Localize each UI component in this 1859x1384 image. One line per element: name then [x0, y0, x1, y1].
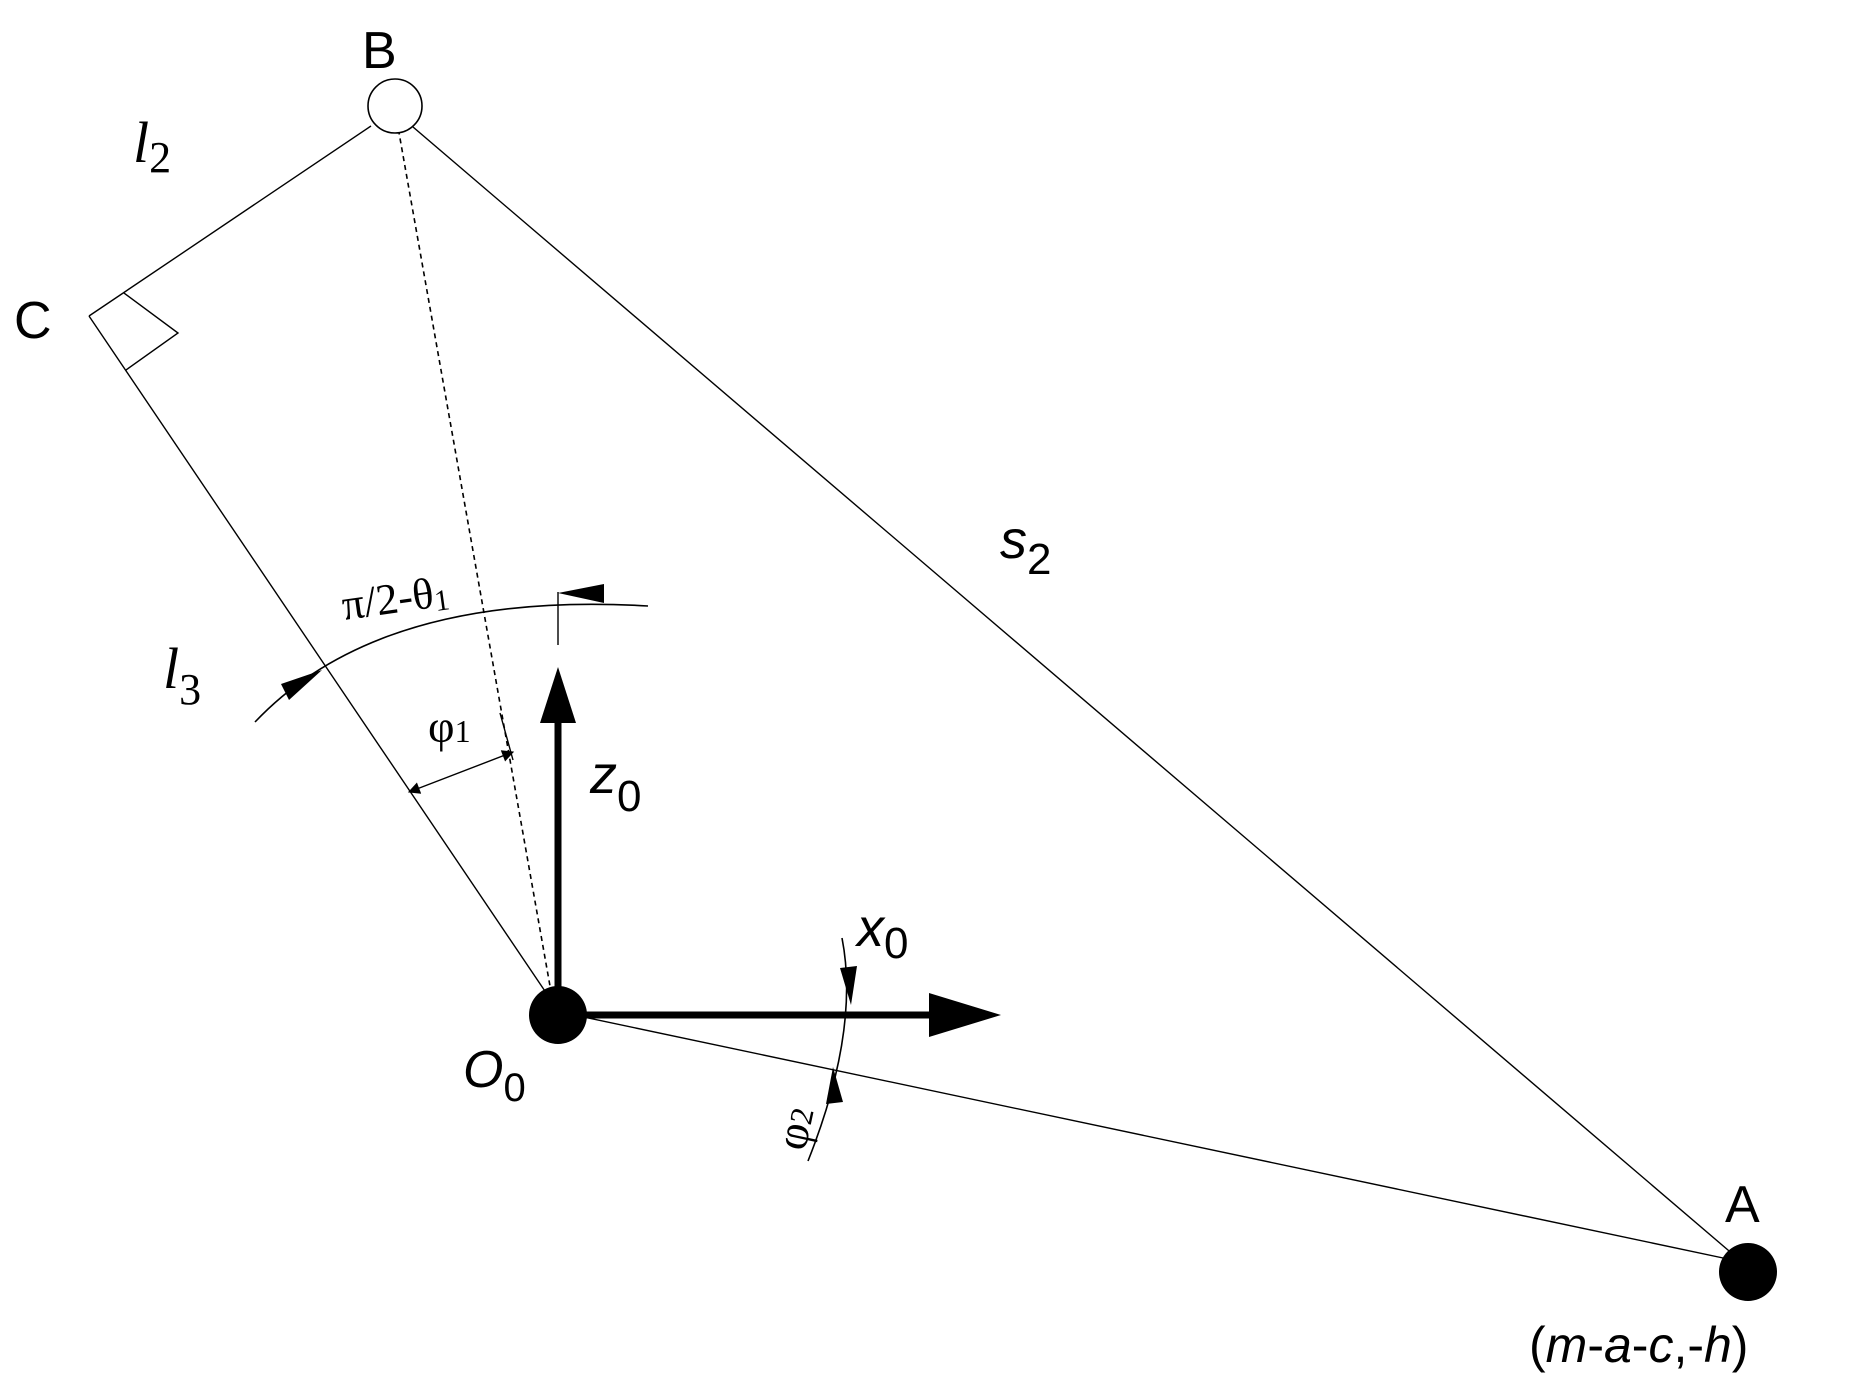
label-a-coordinates: (m-a-c,-h)	[1529, 1317, 1748, 1373]
arrowhead-pi-half-minus-theta1-left	[281, 670, 322, 700]
arrowhead-phi2-bottom	[826, 1067, 843, 1104]
segment-b-a	[412, 126, 1743, 1263]
segment-o-b-dashed	[397, 126, 554, 1004]
label-phi1: φ1	[428, 701, 471, 752]
label-l3: l3	[163, 636, 201, 714]
label-c: C	[14, 292, 52, 350]
axis-x0-arrowhead	[929, 993, 1001, 1037]
label-l2: l2	[133, 110, 171, 182]
segment-o-a	[559, 1011, 1743, 1263]
label-o0: O0	[463, 1041, 526, 1110]
axis-z0-arrowhead	[540, 667, 576, 723]
point-b-joint	[367, 78, 423, 134]
segment-c-b	[88, 125, 372, 317]
label-a: A	[1725, 1176, 1760, 1234]
point-o0-origin	[529, 986, 587, 1044]
arrowhead-phi2-top	[840, 966, 857, 1005]
angle-arc-phi2	[807, 937, 848, 1162]
label-phi2: φ2	[765, 1102, 824, 1154]
label-b: B	[362, 22, 397, 80]
arrowhead-pi-half-minus-theta1-right	[558, 584, 604, 603]
label-s2: s2	[1000, 510, 1051, 584]
point-a	[1719, 1243, 1777, 1301]
right-angle-marker	[123, 292, 180, 371]
label-z0: z0	[589, 745, 641, 821]
angle-line-phi1	[407, 750, 515, 794]
label-x0: x0	[854, 898, 908, 968]
segment-c-o	[88, 315, 554, 1004]
